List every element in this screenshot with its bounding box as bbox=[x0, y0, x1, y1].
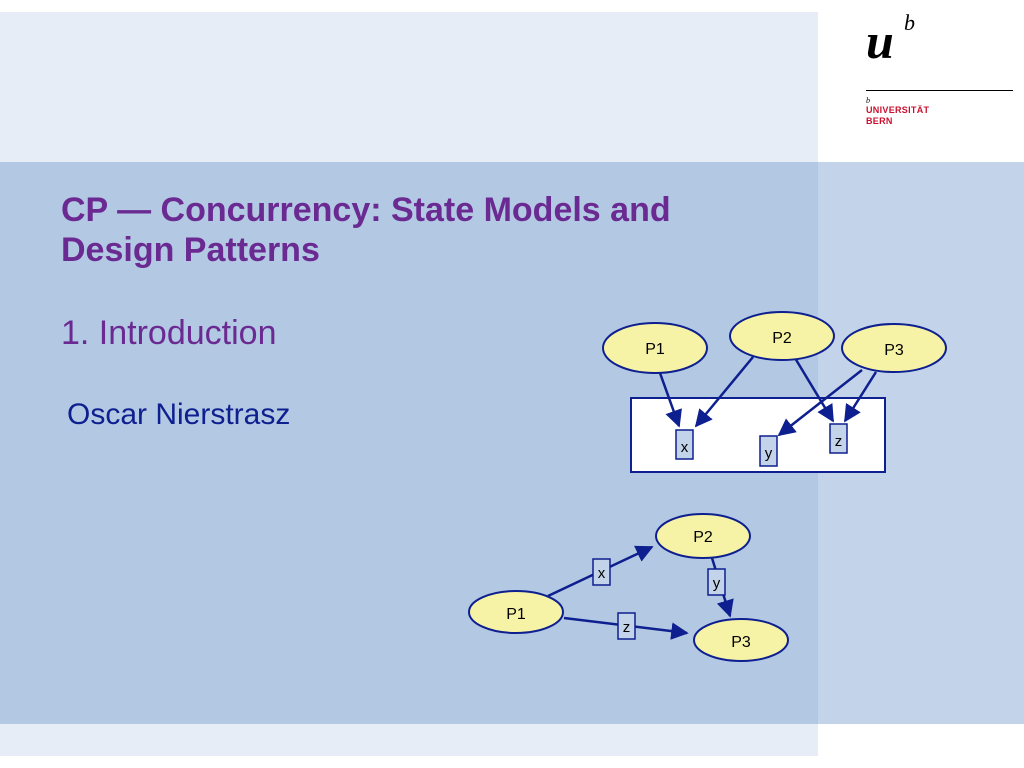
footer-band bbox=[0, 724, 818, 756]
message-node-p1: P1 bbox=[468, 590, 564, 634]
slide-subtitle: 1. Introduction bbox=[61, 314, 277, 352]
message-node-p3: P3 bbox=[693, 618, 789, 662]
message-passing-diagram: P1 P2 P3 x y z bbox=[468, 513, 789, 662]
shared-var-y-label: y bbox=[765, 445, 773, 462]
logo-line-1: UNIVERSITÄT bbox=[866, 105, 930, 115]
message-node-p2-label: P2 bbox=[693, 529, 713, 546]
logo-superscript-b: b bbox=[904, 10, 915, 35]
channel-y-label: y bbox=[713, 575, 721, 592]
channel-z: z bbox=[617, 612, 636, 640]
shared-node-p2: P2 bbox=[729, 311, 835, 361]
channel-z-label: z bbox=[623, 619, 631, 636]
edge-p2-x bbox=[694, 356, 754, 428]
channel-y: y bbox=[707, 568, 726, 596]
shared-node-p1: P1 bbox=[602, 322, 708, 374]
university-logo: u b b UNIVERSITÄT BERN bbox=[864, 8, 1014, 128]
shared-memory-diagram: P1 P2 P3 x y z bbox=[602, 311, 947, 473]
edge-p3-z bbox=[843, 371, 878, 423]
logo-rule bbox=[866, 90, 1013, 91]
channel-x-label: x bbox=[598, 565, 606, 582]
shared-var-x: x bbox=[675, 429, 694, 460]
message-passing-edges bbox=[547, 545, 734, 640]
edge-p3-y bbox=[777, 369, 863, 437]
message-node-p1-label: P1 bbox=[506, 606, 526, 623]
message-node-p3-label: P3 bbox=[731, 634, 751, 651]
shared-var-z-label: z bbox=[835, 433, 843, 450]
shared-node-p2-label: P2 bbox=[772, 330, 792, 347]
shared-var-y: y bbox=[759, 435, 778, 467]
logo-small-b: b bbox=[866, 96, 870, 105]
shared-var-z: z bbox=[829, 423, 848, 454]
slide-title: CP — Concurrency: State Models and Desig… bbox=[61, 191, 671, 269]
slide-author: Oscar Nierstrasz bbox=[67, 398, 291, 431]
header-band bbox=[0, 12, 818, 162]
logo-line-2: BERN bbox=[866, 116, 893, 126]
message-node-p2: P2 bbox=[655, 513, 751, 559]
logo-u: u bbox=[866, 13, 894, 69]
logo-text: UNIVERSITÄT BERN bbox=[866, 105, 929, 127]
shared-node-p3: P3 bbox=[841, 323, 947, 373]
shared-node-p3-label: P3 bbox=[884, 342, 904, 359]
channel-x: x bbox=[592, 558, 611, 586]
edge-p1-x bbox=[658, 372, 682, 428]
shared-var-x-label: x bbox=[681, 439, 689, 456]
shared-memory-edges bbox=[658, 356, 878, 437]
shared-node-p1-label: P1 bbox=[645, 341, 665, 358]
edge-p2-z bbox=[793, 357, 835, 423]
